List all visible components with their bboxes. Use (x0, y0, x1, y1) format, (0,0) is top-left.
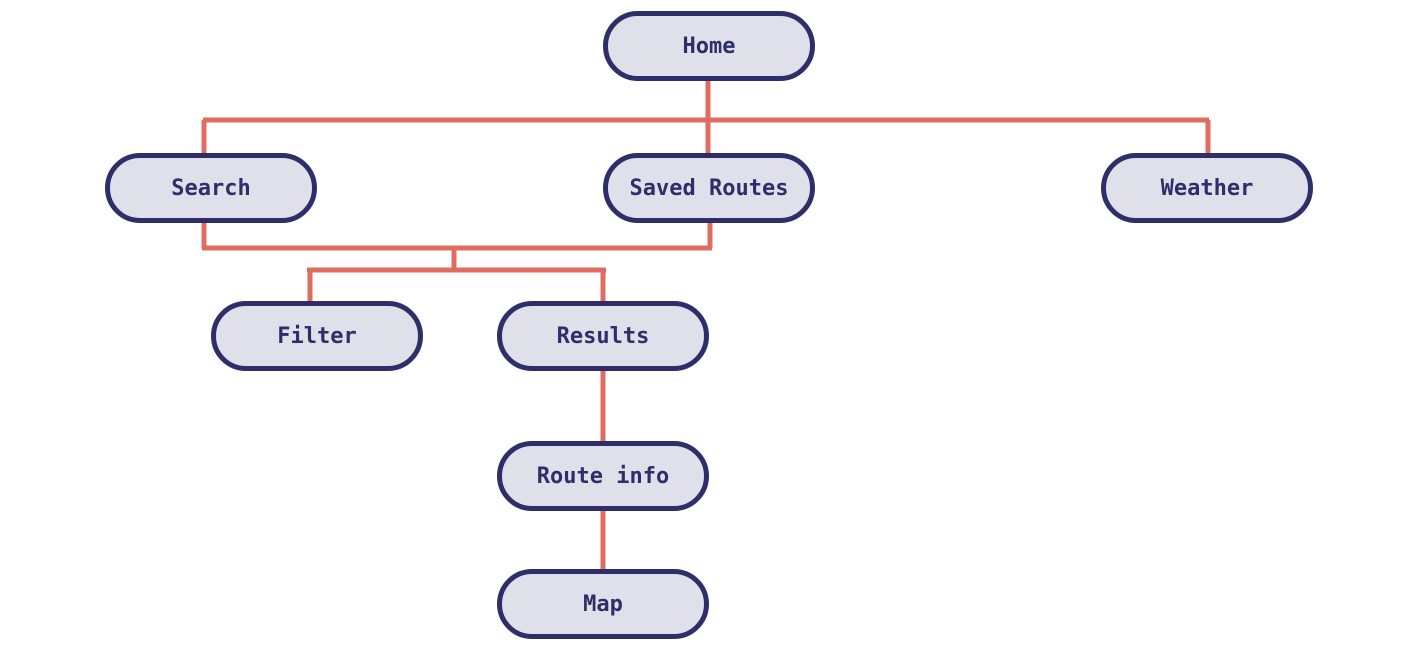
node-search[interactable]: Search (105, 153, 317, 223)
node-weather-label: Weather (1160, 175, 1254, 201)
node-search-label: Search (171, 175, 251, 201)
node-weather[interactable]: Weather (1101, 153, 1313, 223)
node-results-label: Results (556, 323, 650, 349)
node-home-label: Home (682, 33, 736, 59)
node-route-info[interactable]: Route info (497, 441, 709, 511)
node-saved-routes[interactable]: Saved Routes (603, 153, 815, 223)
node-filter-label: Filter (277, 323, 357, 349)
node-results[interactable]: Results (497, 301, 709, 371)
node-map-label: Map (583, 591, 623, 617)
node-home[interactable]: Home (603, 11, 815, 81)
node-route-info-label: Route info (536, 463, 670, 489)
node-filter[interactable]: Filter (211, 301, 423, 371)
edge-home-to-level1 (201, 78, 1211, 155)
node-saved-routes-label: Saved Routes (629, 175, 789, 201)
edge-level1-to-level2 (201, 220, 713, 303)
node-map[interactable]: Map (497, 569, 709, 639)
